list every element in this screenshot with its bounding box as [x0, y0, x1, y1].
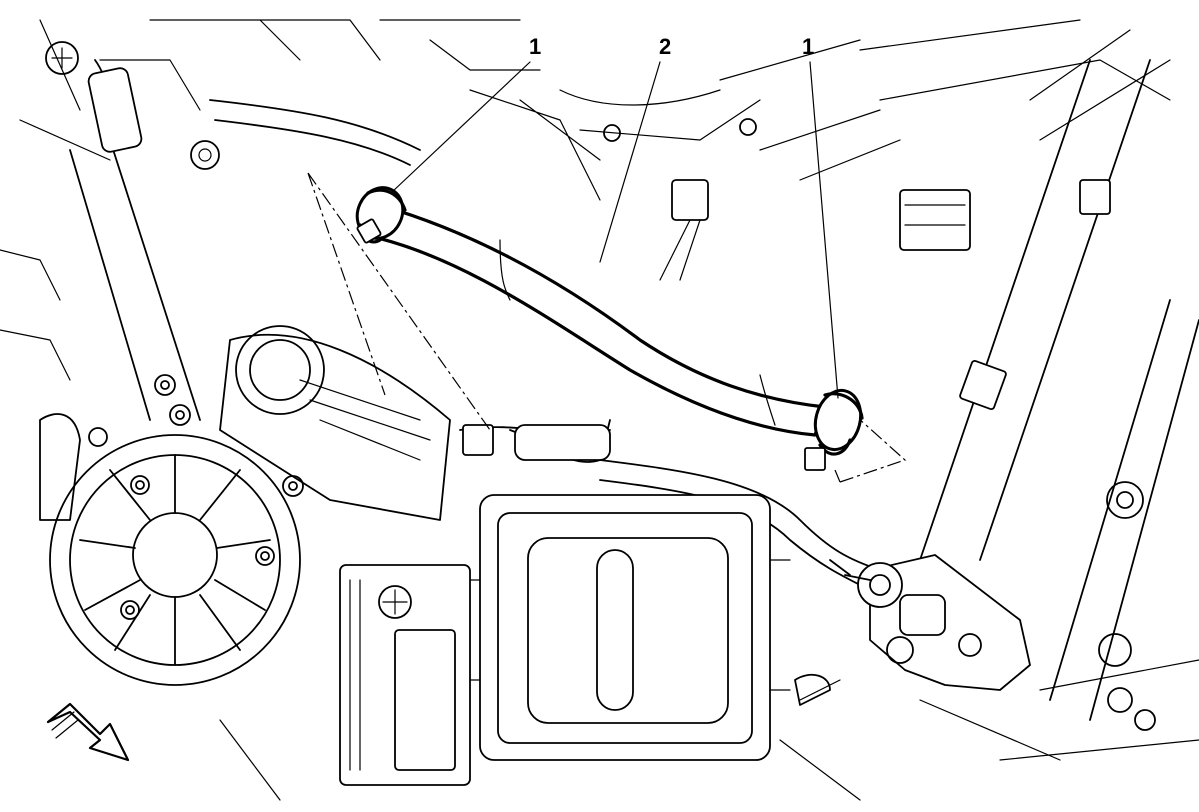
phantom-outline: [307, 172, 907, 483]
callout-2: 2: [659, 34, 672, 59]
hose-clamp-right: [804, 388, 864, 471]
callout-1-left: 1: [529, 34, 542, 59]
leader-lines: [391, 61, 839, 399]
background-components: [0, 19, 1199, 801]
callout-1-right: 1: [802, 34, 815, 59]
hose-clamp-left: [355, 186, 407, 244]
front-direction-arrow-icon: [46, 702, 130, 762]
hose-assembly: [355, 186, 864, 471]
